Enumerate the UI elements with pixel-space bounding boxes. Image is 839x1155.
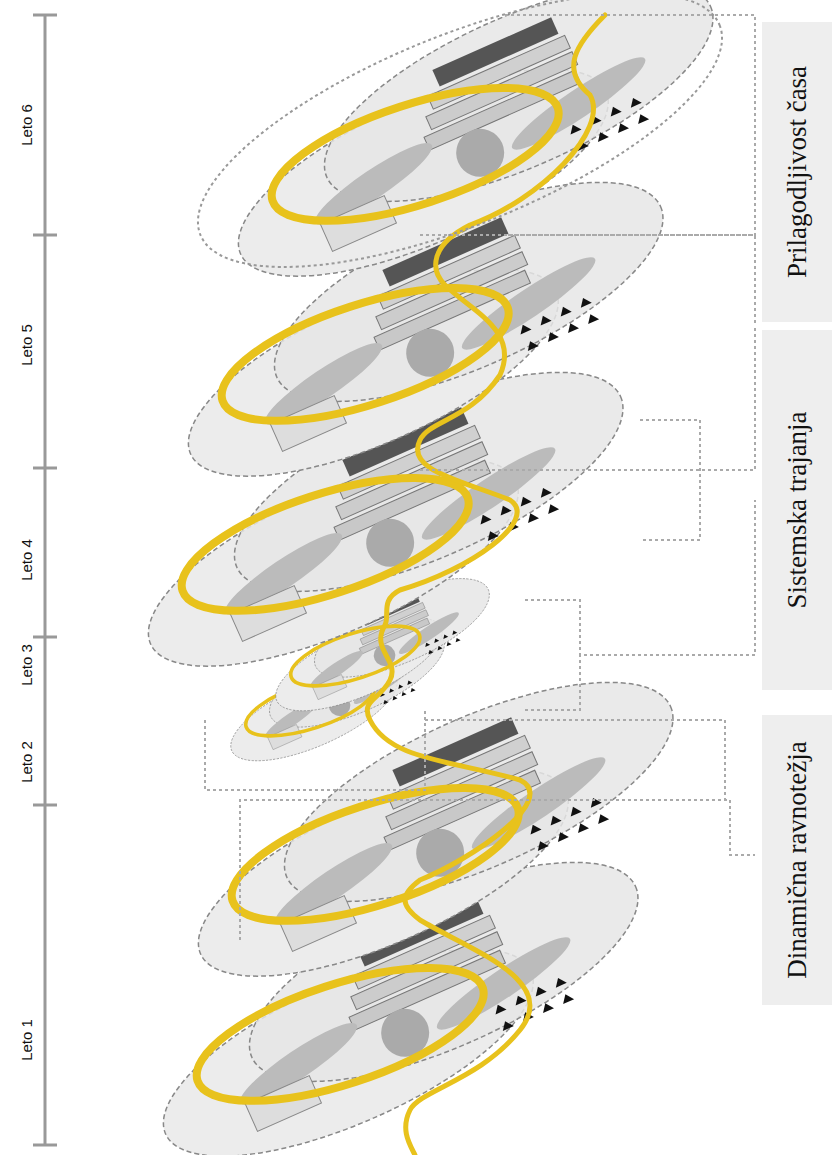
cluster-part [615, 121, 629, 133]
cluster-part [436, 645, 442, 650]
year-label: Leto 3 [18, 642, 35, 688]
dotted-brackets [165, 0, 755, 940]
cluster-part [451, 629, 457, 634]
band-label: Prilagodljivost časa [782, 66, 813, 278]
cluster-part [396, 608, 463, 659]
cluster-part [535, 839, 549, 851]
cluster-part [557, 304, 571, 316]
cluster-part [595, 812, 609, 824]
cluster-part [607, 104, 621, 116]
band-label: Dinamična ravnotežja [782, 741, 813, 979]
cluster-part [445, 641, 451, 646]
label-band: Dinamična ravnotežja [762, 715, 832, 1005]
cluster-part [409, 687, 415, 692]
timeline-axis [44, 15, 47, 1145]
cluster-part [532, 984, 546, 996]
year-label: Leto 2 [18, 739, 35, 785]
cluster-part [492, 1002, 506, 1014]
cluster-part [540, 1001, 554, 1013]
cluster-part [406, 679, 412, 684]
cluster-part [427, 649, 433, 654]
cluster-part [525, 339, 539, 351]
cluster-part [567, 122, 581, 134]
cluster-part [575, 821, 589, 833]
cluster-part [538, 485, 552, 497]
cluster-part [454, 247, 602, 360]
cluster-part [517, 322, 531, 334]
cluster-part [560, 992, 574, 1004]
year-cluster [156, 638, 713, 1018]
cluster-part [388, 688, 394, 693]
cluster-part [525, 511, 539, 523]
cluster-part [442, 633, 448, 638]
year-label: Leto 5 [18, 322, 35, 368]
cluster-part [527, 822, 541, 834]
ribbon-loop [207, 260, 523, 448]
ribbon-loop [217, 760, 533, 948]
label-band: Prilagodljivost časa [762, 22, 832, 322]
cluster-part [500, 1019, 514, 1031]
year-clusters [106, 0, 753, 1155]
cluster-part [424, 642, 430, 647]
cluster-part [555, 830, 569, 842]
year-label: Leto 6 [18, 102, 35, 148]
cluster-part [382, 699, 388, 704]
cluster-part [391, 695, 397, 700]
cluster-part [537, 313, 551, 325]
cluster-part [595, 130, 609, 142]
cluster-part [545, 502, 559, 514]
cluster-part [477, 512, 491, 524]
cluster-part [517, 494, 531, 506]
year-label: Leto 1 [18, 1017, 35, 1063]
cluster-part [628, 95, 642, 107]
cluster-part [429, 927, 577, 1040]
time-ribbon [367, 15, 605, 1155]
cluster-part [567, 804, 581, 816]
cluster-part [553, 975, 567, 987]
cluster-part [585, 312, 599, 324]
cluster-part [588, 795, 602, 807]
cluster-part [400, 691, 406, 696]
cluster-part [545, 330, 559, 342]
cluster-part [512, 993, 526, 1005]
band-label: Sistemska trajanja [782, 411, 813, 608]
cluster-part [433, 638, 439, 643]
label-band: Sistemska trajanja [762, 330, 832, 690]
cluster-part [397, 683, 403, 688]
timeline-ticks [33, 15, 57, 1145]
ribbon-loop [167, 450, 483, 638]
cluster-part [578, 295, 592, 307]
year-cluster [196, 0, 753, 318]
ribbon-loop [257, 60, 573, 248]
cluster-part [635, 112, 649, 124]
cluster-part [547, 813, 561, 825]
cluster-part [497, 503, 511, 515]
cluster-part [454, 637, 460, 642]
cluster-part [565, 321, 579, 333]
year-label: Leto 4 [18, 537, 35, 583]
